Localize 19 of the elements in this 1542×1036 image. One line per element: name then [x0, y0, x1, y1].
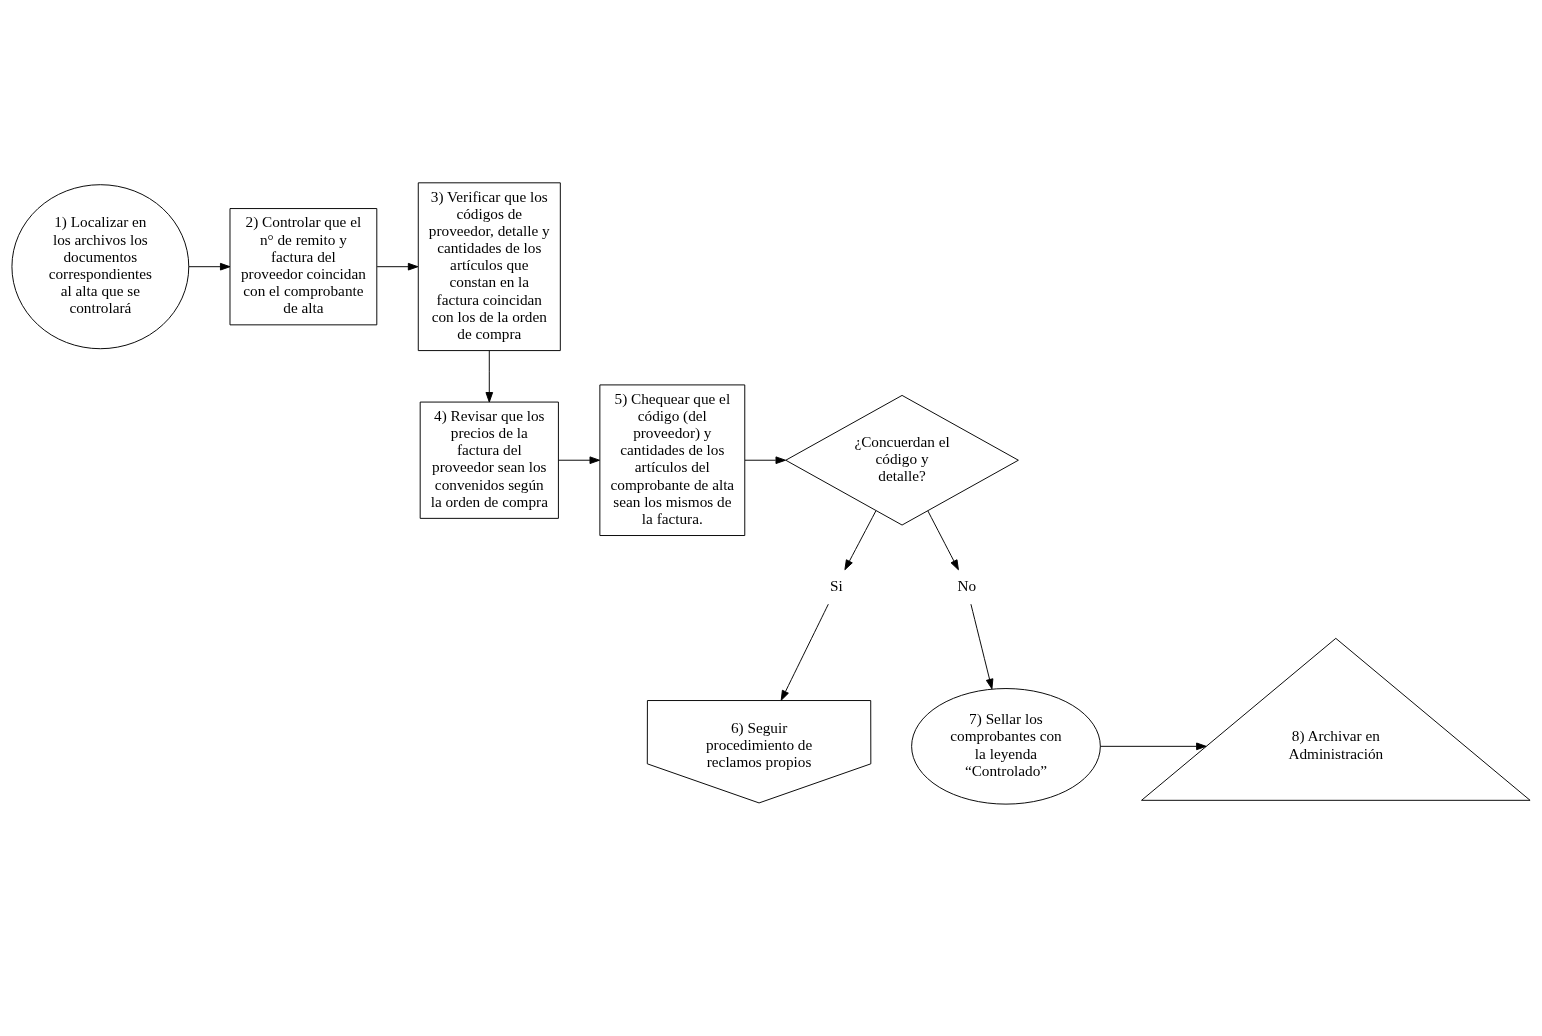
- arrow: [376, 262, 419, 270]
- node-box: 3) Verificar que los códigos de proveedor, detalle y cantidades de los artículos que constan en la factura coincidan con los de la orden de compra: [417, 181, 561, 351]
- arrow: [558, 455, 600, 464]
- arrow: [744, 455, 786, 464]
- arrow: [780, 603, 829, 701]
- node-diamond: ¿Concuerdan el código y detalle?: [785, 394, 1019, 525]
- arrow: [844, 509, 877, 570]
- arrow: [1099, 742, 1207, 750]
- node-text: No: [957, 576, 977, 594]
- node-text: Si: [829, 576, 843, 594]
- arrow: [188, 262, 231, 270]
- node-box: 5) Chequear que el código (del proveedor) y cantidades de los artículos del comprobante de alta sean los mismos de la factura.: [599, 383, 746, 536]
- arrow: [485, 349, 494, 402]
- node-box: 2) Controlar que el n° de remito y factura del proveedor coincidan con el comprobante de alta: [229, 207, 378, 325]
- arrow: [970, 603, 994, 689]
- arrow: [927, 509, 959, 570]
- node-box: 4) Revisar que los precios de la factura del proveedor sean los convenidos según la orden de compra: [419, 401, 559, 519]
- node-circle: 1) Localizar en los archivos los documentos correspondientes al alta que se controlará: [11, 183, 190, 349]
- node-ellipse: 7) Sellar los comprobantes con la leyenda “Controlado”: [911, 687, 1101, 805]
